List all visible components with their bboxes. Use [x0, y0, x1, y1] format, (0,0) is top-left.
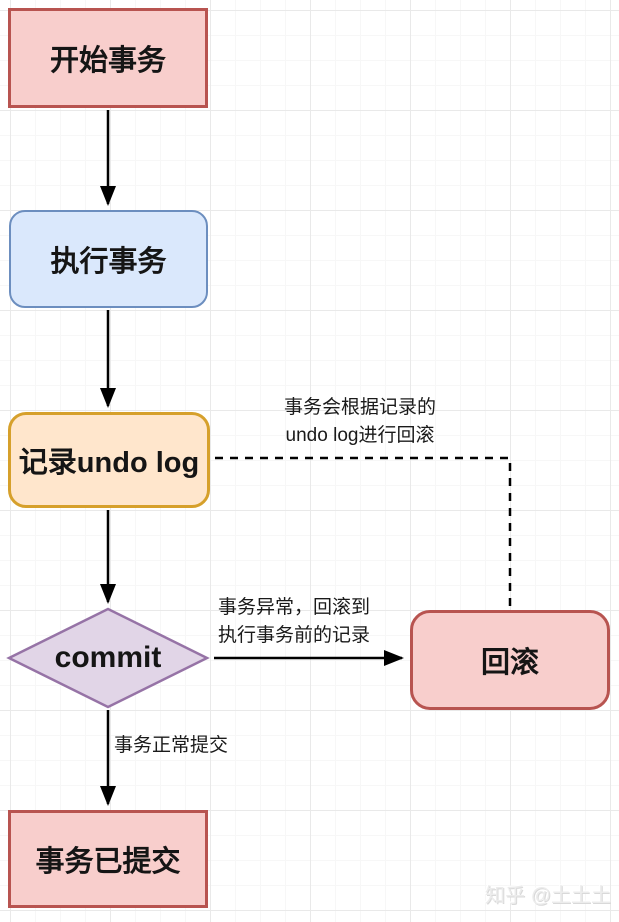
edge-label-undo-rollback-line2: undo log进行回滚 — [285, 425, 435, 446]
node-transaction-committed: 事务已提交 — [8, 810, 208, 908]
node-rollback-label: 回滚 — [480, 647, 539, 679]
node-execute-transaction-label: 执行事务 — [50, 246, 167, 278]
node-record-undo-log-label: 记录undo log — [18, 447, 200, 479]
edge-label-undo-rollback: 事务会根据记录的 undo log进行回滚 — [240, 394, 480, 450]
zhihu-watermark: 知乎 @土土土 — [485, 885, 611, 907]
node-record-undo-log: 记录undo log — [8, 412, 210, 508]
commit-diamond-shape — [6, 607, 210, 709]
node-commit-decision-label: commit — [54, 641, 162, 674]
edge-label-abnormal-rollback: 事务异常，回滚到 执行事务前的记录 — [218, 594, 370, 650]
edge-undo-to-rollback-dashed — [215, 456, 512, 606]
node-execute-transaction: 执行事务 — [9, 210, 208, 308]
node-start-transaction: 开始事务 — [8, 8, 208, 108]
node-commit-decision: commit — [8, 608, 208, 708]
edge-label-abnormal-rollback-line2: 执行事务前的记录 — [218, 625, 371, 646]
node-rollback: 回滚 — [410, 610, 610, 710]
node-start-transaction-label: 开始事务 — [49, 45, 166, 77]
edge-label-undo-rollback-line1: 事务会根据记录的 — [283, 397, 436, 418]
edge-label-normal-commit: 事务正常提交 — [114, 735, 229, 756]
node-transaction-committed-label: 事务已提交 — [35, 846, 181, 878]
edge-label-abnormal-rollback-line1: 事务异常，回滚到 — [218, 597, 371, 618]
